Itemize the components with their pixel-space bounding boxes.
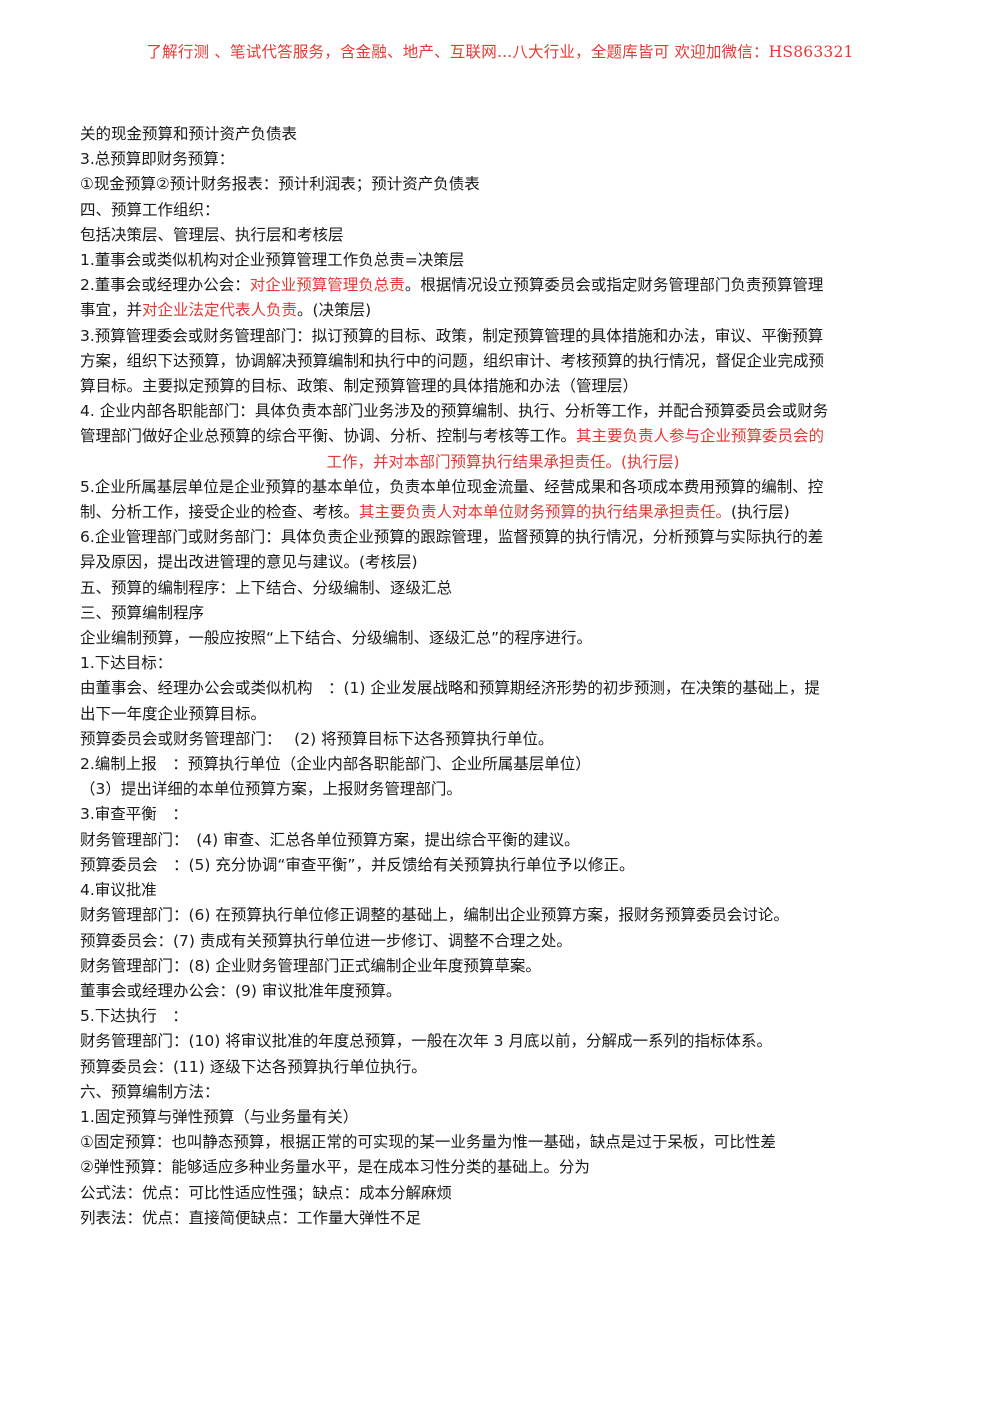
text-line: 包括决策层、管理层、执行层和考核层: [80, 225, 344, 244]
text-line: 由董事会、经理办公会或类似机构 ：(1) 企业发展战略和预算期经济形势的初步预测…: [80, 679, 820, 698]
highlight-text: 对企业法定代表人负责: [142, 301, 298, 320]
section-heading: 六、预算编制方法：: [80, 1082, 220, 1101]
text-line: 1.董事会或类似机构对企业预算管理工作负总责=决策层: [80, 251, 465, 270]
text-line: 5.下达执行 ：: [80, 1007, 188, 1026]
text-line: ①固定预算：也叫静态预算，根据正常的可实现的某一业务量为惟一基础，缺点是过于呆板…: [80, 1133, 776, 1152]
text-line: 制、分析工作，接受企业的检查、考核。其主要负责人对本单位财务预算的执行结果承担责…: [80, 500, 926, 525]
text-line: 方案，组织下达预算，协调解决预算编制和执行中的问题，组织审计、考核预算的执行情况…: [80, 351, 825, 370]
text-line: ①现金预算②预计财务报表：预计利润表；预计资产负债表: [80, 175, 480, 194]
text-line: 财务管理部门：(10) 将审议批准的年度总预算，一般在次年 3 月底以前，分解成…: [80, 1032, 772, 1051]
text-line: 3.总预算即财务预算：: [80, 150, 235, 169]
text-line: 管理部门做好企业总预算的综合平衡、协调、分析、控制与考核等工作。其主要负责人参与…: [80, 424, 926, 449]
text-segment: 。根据情况设立预算委员会或指定财务管理部门负责预算管理: [404, 276, 824, 295]
text-line: 1.固定预算与弹性预算（与业务量有关）: [80, 1107, 359, 1126]
text-line: 预算委员会：(11) 逐级下达各预算执行单位执行。: [80, 1057, 427, 1076]
text-segment: (执行层): [731, 503, 790, 522]
text-line: 4.审议批准: [80, 881, 157, 900]
page-header-banner: 了解行测 、笔试代答服务，含金融、地产、互联网...八大行业，全题库皆可 欢迎加…: [146, 43, 854, 61]
text-line: 财务管理部门：(8) 企业财务管理部门正式编制企业年度预算草案。: [80, 956, 541, 975]
document-body: 关的现金预算和预计资产负债表 3.总预算即财务预算： ①现金预算②预计财务报表：…: [80, 122, 926, 1231]
section-heading: 三、预算编制程序: [80, 603, 205, 622]
text-line: 列表法：优点：直接简便缺点：工作量大弹性不足: [80, 1208, 422, 1227]
text-line: 关的现金预算和预计资产负债表: [80, 125, 298, 143]
text-segment: 事宜，并: [80, 301, 143, 320]
text-segment: 。(决策层): [297, 301, 372, 320]
highlight-text: 其主要负责人对本单位财务预算的执行结果承担责任。: [359, 503, 732, 522]
section-heading: 五、预算的编制程序：上下结合、分级编制、逐级汇总: [80, 578, 453, 597]
highlight-text: 对企业预算管理负总责: [249, 276, 405, 295]
text-segment: 2.董事会或经理办公会：: [80, 276, 250, 295]
text-line: 6.企业管理部门或财务部门：具体负责企业预算的跟踪管理，监督预算的执行情况，分析…: [80, 528, 824, 547]
text-line: 出下一年度企业预算目标。: [80, 704, 267, 723]
text-line: 异及原因，提出改进管理的意见与建议。(考核层): [80, 553, 418, 572]
text-line: 董事会或经理办公会：(9) 审议批准年度预算。: [80, 981, 402, 1000]
text-line: ②弹性预算：能够适应多种业务量水平，是在成本习性分类的基础上。分为: [80, 1158, 590, 1177]
text-line: 2.董事会或经理办公会：对企业预算管理负总责。根据情况设立预算委员会或指定财务管…: [80, 273, 926, 298]
section-heading: 四、预算工作组织：: [80, 200, 220, 219]
text-line: 财务管理部门： (4) 审查、汇总各单位预算方案，提出综合平衡的建议。: [80, 830, 580, 849]
text-segment: 管理部门做好企业总预算的综合平衡、协调、分析、控制与考核等工作。: [80, 427, 577, 446]
text-line: 4. 企业内部各职能部门：具体负责本部门业务涉及的预算编制、执行、分析等工作，并…: [80, 402, 829, 421]
highlight-text: 其主要负责人参与企业预算委员会的: [576, 427, 825, 446]
text-line: 3.预算管理委会或财务管理部门：拟订预算的目标、政策，制定预算管理的具体措施和办…: [80, 326, 824, 345]
text-line: 1.下达目标：: [80, 654, 173, 673]
text-line: 3.审查平衡 ：: [80, 805, 188, 824]
text-line: 预算委员会或财务管理部门： (2) 将预算目标下达各预算执行单位。: [80, 729, 554, 748]
text-line: 财务管理部门：(6) 在预算执行单位修正调整的基础上，编制出企业预算方案，报财务…: [80, 906, 789, 925]
text-line: 预算委员会：(7) 责成有关预算执行单位进一步修订、调整不合理之处。: [80, 931, 572, 950]
text-line: 公式法：优点：可比性适应性强；缺点：成本分解麻烦: [80, 1183, 453, 1202]
text-line: 2.编制上报 ：预算执行单位（企业内部各职能部门、企业所属基层单位）: [80, 755, 591, 774]
text-segment: 制、分析工作，接受企业的检查、考核。: [80, 503, 360, 522]
text-line: （3）提出详细的本单位预算方案，上报财务管理部门。: [80, 780, 462, 799]
text-line: 5.企业所属基层单位是企业预算的基本单位，负责本单位现金流量、经营成果和各项成本…: [80, 477, 824, 496]
text-line: 企业编制预算，一般应按照“上下结合、分级编制、逐级汇总”的程序进行。: [80, 629, 593, 648]
text-line: 算目标。主要拟定预算的目标、政策、制定预算管理的具体措施和办法（管理层）: [80, 377, 639, 396]
highlight-text: 工作，并对本部门预算执行结果承担责任。(执行层): [326, 452, 680, 471]
text-line: 事宜，并对企业法定代表人负责。(决策层): [80, 298, 926, 323]
text-line: 预算委员会 ：(5) 充分协调“审查平衡”，并反馈给有关预算执行单位予以修正。: [80, 855, 635, 874]
